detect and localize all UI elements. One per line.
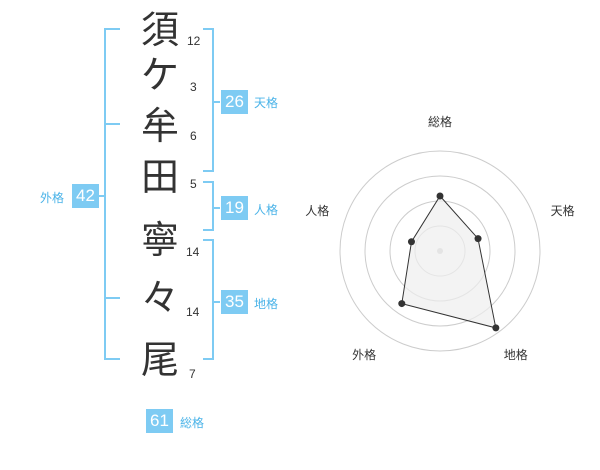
name-char-1: 須 bbox=[140, 8, 179, 52]
radar-polygon bbox=[401, 195, 497, 329]
radar-ring-1 bbox=[339, 150, 541, 352]
stroke-count-5: 14 bbox=[186, 245, 200, 259]
radar-point-1 bbox=[436, 192, 444, 200]
name-char-7: 尾 bbox=[140, 338, 179, 382]
radar-axis-label-2: 天格 bbox=[550, 204, 575, 219]
gaikaku-value: 42 bbox=[72, 184, 99, 208]
chikaku-label: 地格 bbox=[254, 297, 279, 311]
gaikaku-label: 外格 bbox=[40, 191, 65, 205]
name-char-3: 牟 bbox=[140, 104, 179, 148]
chikaku-value: 35 bbox=[221, 290, 248, 314]
radar-point-3 bbox=[492, 324, 500, 332]
stroke-count-1: 12 bbox=[187, 34, 201, 48]
gaikaku-bracket bbox=[104, 28, 120, 360]
tenkaku-label: 天格 bbox=[254, 96, 279, 110]
stroke-count-7: 7 bbox=[189, 367, 196, 381]
jinkaku-label: 人格 bbox=[254, 203, 279, 217]
name-char-6: 々 bbox=[140, 276, 179, 320]
stroke-count-3: 6 bbox=[190, 129, 197, 143]
stroke-count-2: 3 bbox=[190, 80, 197, 94]
tenkaku-bracket bbox=[203, 28, 214, 172]
stroke-count-4: 5 bbox=[190, 177, 197, 191]
jinkaku-value: 19 bbox=[221, 196, 248, 220]
name-char-4: 田 bbox=[140, 155, 179, 199]
name-char-2: ケ bbox=[140, 53, 179, 97]
stroke-count-6: 14 bbox=[186, 305, 200, 319]
radar-ring-2 bbox=[364, 175, 516, 327]
soukaku-label: 総格 bbox=[180, 416, 205, 430]
soukaku-value: 61 bbox=[146, 409, 173, 433]
radar-point-5 bbox=[407, 238, 415, 246]
radar-axis-label-3: 地格 bbox=[503, 348, 528, 363]
radar-axis-label-5: 人格 bbox=[305, 204, 330, 219]
jinkaku-bracket bbox=[203, 181, 214, 231]
tenkaku-value: 26 bbox=[221, 90, 248, 114]
radar-point-2 bbox=[474, 235, 482, 243]
chikaku-bracket bbox=[203, 239, 214, 360]
radar-point-4 bbox=[398, 300, 406, 308]
radar-axis-label-1: 総格 bbox=[427, 115, 453, 129]
radar-axis-label-4: 外格 bbox=[352, 348, 377, 363]
name-char-5: 寧 bbox=[140, 218, 179, 262]
